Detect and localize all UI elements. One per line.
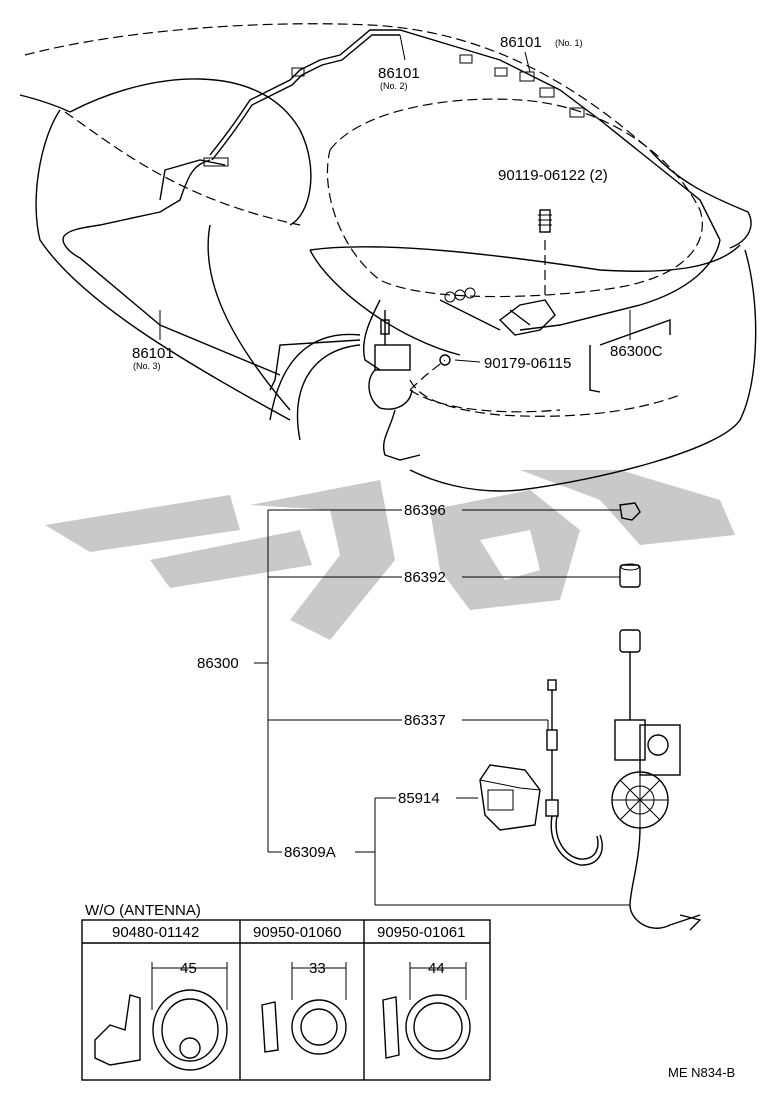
part-86337-mast [545, 679, 603, 866]
car-view-leaders [159, 34, 631, 363]
part-86101-no3-note: (No. 3) [133, 361, 161, 371]
part-86101-no3-label: 86101 [132, 345, 174, 362]
cable-clamps [203, 54, 585, 303]
connector-bracket [498, 209, 556, 336]
watermark-logo [45, 470, 735, 640]
parts-tree-lines [254, 509, 630, 906]
grommet-90950-01061 [382, 962, 471, 1060]
wo-col1-part: 90480-01142 [112, 924, 199, 941]
antenna-motor-in-car [368, 310, 561, 461]
part-86309a-label: 86309A [284, 844, 336, 861]
part-85914-relay [479, 764, 541, 831]
antenna-cable [62, 29, 721, 391]
wo-col2-dimension: 33 [309, 960, 326, 977]
wo-col3-part: 90950-01061 [377, 924, 465, 941]
part-86300c-label: 86300C [610, 343, 663, 360]
part-86396-cap [619, 502, 641, 521]
grommet-90950-01060 [261, 962, 347, 1055]
part-86101-no2-note: (No. 2) [380, 81, 408, 91]
part-86396-label: 86396 [404, 502, 446, 519]
part-86101-no1-label: 86101 [500, 34, 542, 51]
part-86300-label: 86300 [197, 655, 239, 672]
grommet-90480-01142 [94, 962, 228, 1071]
wo-antenna-title: W/O (ANTENNA) [85, 902, 201, 919]
part-86392-label: 86392 [404, 569, 446, 586]
wo-col2-part: 90950-01060 [253, 924, 341, 941]
part-86101-no2-label: 86101 [378, 65, 420, 82]
part-86392-nut [619, 563, 641, 588]
part-85914-label: 85914 [398, 790, 440, 807]
part-90179-06115-label: 90179-06115 [484, 355, 571, 372]
part-86101-no1-note: (No. 1) [555, 38, 583, 48]
part-90119-06122-label: 90119-06122 (2) [498, 167, 608, 184]
part-86309a-motor [611, 629, 702, 931]
wo-antenna-table [81, 919, 491, 1081]
part-86337-label: 86337 [404, 712, 446, 729]
car-body-outline [19, 23, 757, 492]
wo-col3-dimension: 44 [428, 960, 445, 977]
figure-code: ME N834-B [668, 1065, 735, 1080]
wo-col1-dimension: 45 [180, 960, 197, 977]
